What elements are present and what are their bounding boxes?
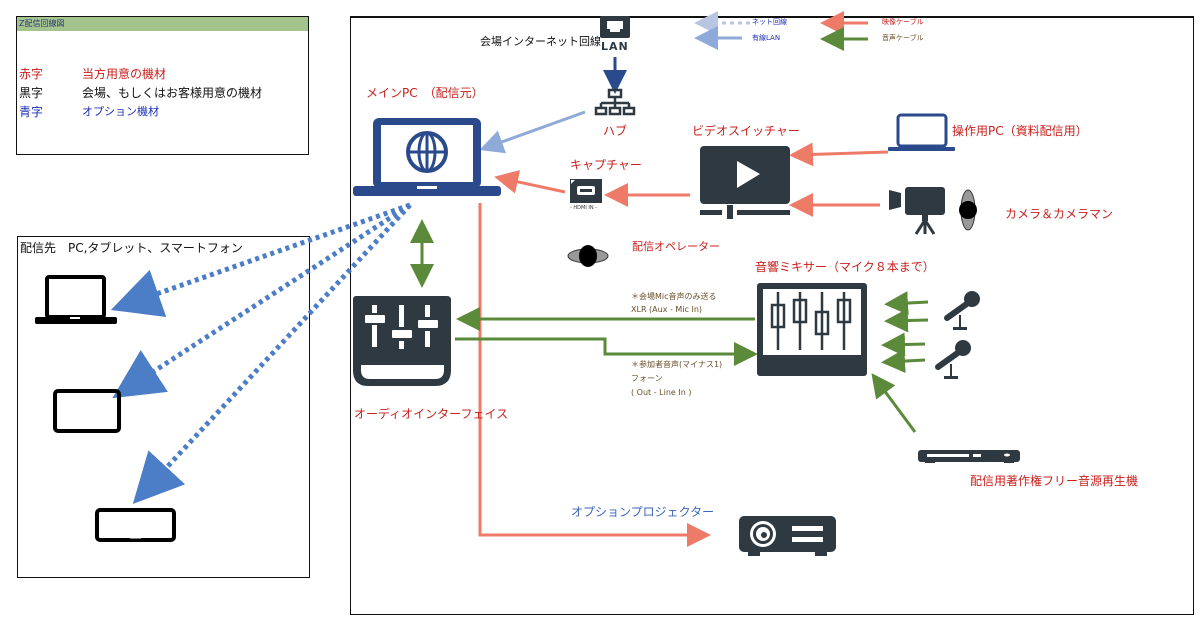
- audio-interface-label: オーディオインターフェイス: [354, 407, 509, 421]
- net-to-phone-wire: [132, 203, 412, 505]
- legend-audio-cable-label: 音声ケーブル: [882, 34, 924, 42]
- legend-wired-lan-label: 有線LAN: [752, 34, 781, 42]
- legend-key-red: 赤字: [19, 67, 44, 81]
- legend-box: Z配信回線図 赤字 当方用意の機材 黒字 会場、もしくはお客様用意の機材 青字 …: [16, 16, 309, 155]
- xlr-note-2: XLR (Aux - Mic In): [631, 305, 703, 314]
- line-legend: [694, 11, 868, 51]
- destination-tablet-icon: [53, 389, 121, 433]
- hdmi-in-label: - HDMI IN -: [570, 205, 597, 211]
- xlr-note-1: ＊会場Mic音声のみ送る: [631, 292, 717, 301]
- main-pc-label: メインPC （配信元）: [366, 86, 484, 100]
- legend-header: Z配信回線図: [17, 17, 308, 31]
- legend-desc-blue: オプション機材: [82, 105, 159, 118]
- pc-to-projector-wire: [478, 203, 711, 547]
- lan-port-icon: [600, 16, 630, 38]
- hub-icon: [594, 88, 636, 116]
- microphone-icon-2: [935, 340, 971, 379]
- operation-pc-laptop-icon: [888, 113, 955, 151]
- legend-desc-red: 当方用意の機材: [82, 67, 167, 81]
- microphone-icon-1: [944, 291, 980, 330]
- mic-wire-1: [884, 291, 929, 316]
- operation-pc-label: 操作用PC（資料配信用）: [952, 124, 1088, 138]
- music-player-label: 配信用著作権フリー音源再生機: [970, 474, 1139, 488]
- phone-wire: [455, 337, 758, 366]
- legend-desc-black: 会場、もしくはお客様用意の機材: [82, 86, 263, 100]
- mic-wire-2: [884, 308, 929, 333]
- camera-label: カメラ＆カメラマン: [1005, 207, 1114, 221]
- net-to-laptop-wire: [110, 202, 411, 318]
- destination-title: 配信先 PC,タブレット、スマートフォン: [20, 241, 243, 255]
- operator-label: 配信オペレーター: [632, 240, 720, 253]
- venue-internet-label: 会場インターネット回線: [480, 35, 601, 48]
- projector-label: オプションプロジェクター: [571, 505, 715, 519]
- legend-net-line-label: ネット回線: [752, 18, 787, 26]
- video-switcher-icon: [700, 146, 790, 219]
- lan-label: LAN: [601, 40, 629, 53]
- camera-icon: [889, 187, 945, 235]
- capture-label: キャプチャー: [570, 158, 642, 172]
- legend-key-black: 黒字: [19, 86, 44, 100]
- music-player-icon: [918, 450, 1020, 463]
- mic-wire-4: [881, 349, 926, 374]
- cameraman-person-icon: [959, 189, 977, 231]
- player-to-mixer-wire: [871, 373, 917, 433]
- destination-smartphone-icon: [95, 508, 176, 542]
- main-pc-laptop-icon: [353, 118, 501, 196]
- phone-note-2: フォーン: [631, 374, 663, 383]
- net-to-tablet-wire: [112, 202, 412, 399]
- legend-video-cable-label: 映像ケーブル: [882, 18, 924, 26]
- oppc-to-switcher-wire: [789, 142, 889, 167]
- operator-person-icon: [567, 245, 609, 267]
- hdmi-capture-icon: [570, 179, 602, 203]
- video-switcher-label: ビデオスイッチャー: [692, 124, 800, 138]
- hub-label: ハブ: [603, 124, 628, 138]
- main-venue-frame: [350, 16, 1194, 615]
- audio-mixer-label: 音響ミキサー（マイク８本まで）: [755, 260, 935, 274]
- legend-key-blue: 青字: [19, 105, 44, 119]
- hub-to-pc-wire: [479, 110, 586, 154]
- destination-laptop-icon: [35, 275, 117, 324]
- capture-to-pc-wire: [494, 170, 566, 194]
- audio-interface-icon: [353, 296, 451, 386]
- phone-note-3: ( Out - Line In ): [631, 388, 692, 397]
- phone-note-1: ＊参加者音声(マイナス1): [631, 360, 723, 369]
- mic-wire-3: [881, 332, 926, 357]
- audio-mixer-icon: [757, 283, 867, 376]
- projector-icon: [739, 516, 836, 556]
